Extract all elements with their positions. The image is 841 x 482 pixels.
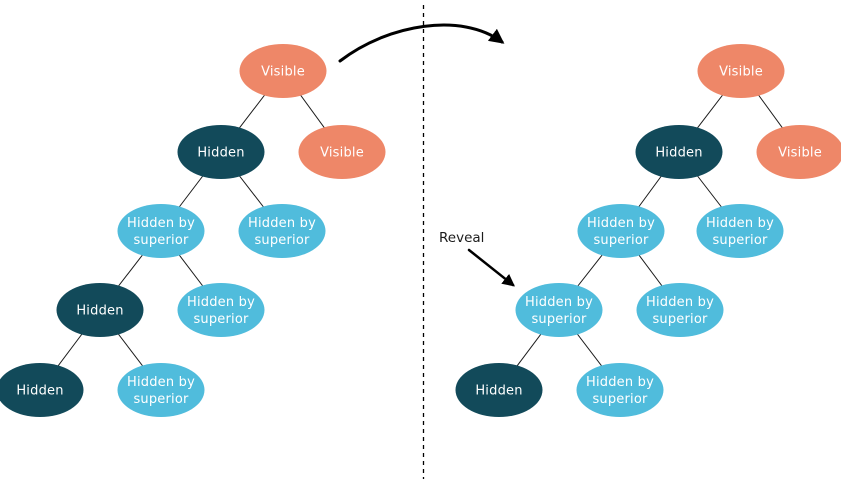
node-ellipse [117, 204, 205, 258]
tree-node: Visible [697, 44, 785, 98]
node-ellipse [238, 204, 326, 258]
tree-node: Hidden [455, 363, 543, 417]
node-label: Visible [320, 146, 364, 161]
node-label: Hidden [475, 384, 522, 399]
node-ellipse [696, 204, 784, 258]
node-ellipse [577, 204, 665, 258]
node-ellipse [177, 125, 265, 179]
node-label: Visible [261, 65, 305, 80]
tree-node: Visible [756, 125, 841, 179]
tree-node: Visible [298, 125, 386, 179]
tree-node: Visible [239, 44, 327, 98]
node-ellipse [239, 44, 327, 98]
node-ellipse [298, 125, 386, 179]
node-label: Hidden [655, 146, 702, 161]
node-ellipse [576, 363, 664, 417]
reveal-arrow [467, 248, 515, 287]
node-ellipse [56, 283, 144, 337]
node-label: Hidden [16, 384, 63, 399]
reveal-label: Reveal [439, 230, 484, 246]
node-label: Hidden [197, 146, 244, 161]
node-ellipse [455, 363, 543, 417]
node-ellipse [756, 125, 841, 179]
tree-node: Hidden [177, 125, 265, 179]
tree-node: Hidden [635, 125, 723, 179]
node-ellipse [117, 363, 205, 417]
node-ellipse [636, 283, 724, 337]
node-label: Visible [778, 146, 822, 161]
node-ellipse [515, 283, 603, 337]
node-label: Visible [719, 65, 763, 80]
transform-arrow [338, 23, 505, 63]
node-label: Hidden [76, 304, 123, 319]
tree-node: Hidden [56, 283, 144, 337]
node-ellipse [697, 44, 785, 98]
node-ellipse [635, 125, 723, 179]
node-ellipse [0, 363, 84, 417]
node-ellipse [177, 283, 265, 337]
tree-node: Hidden [0, 363, 84, 417]
